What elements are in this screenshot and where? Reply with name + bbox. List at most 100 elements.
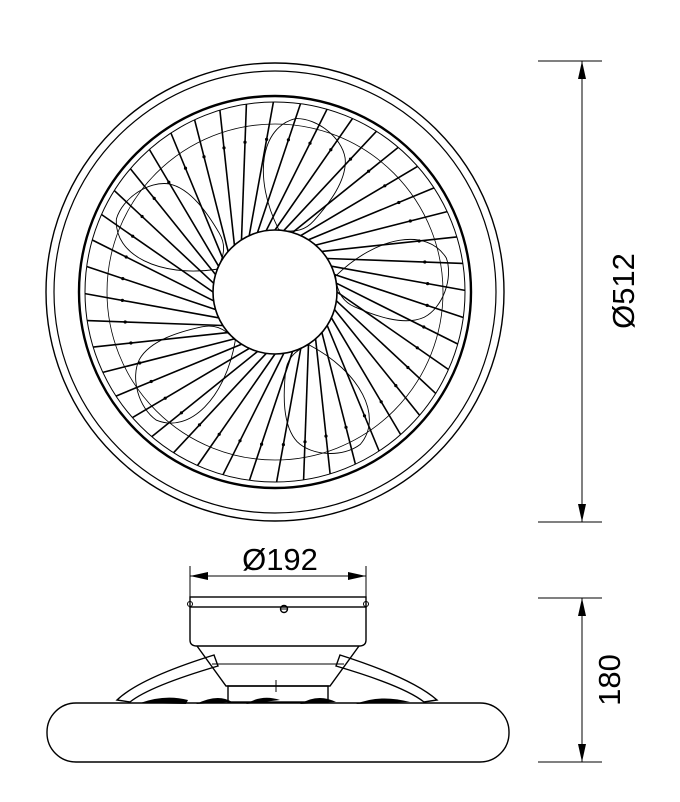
cage-spoke-joint <box>308 141 312 145</box>
cage-spokes <box>84 101 466 483</box>
cage-spoke <box>283 130 377 232</box>
cage-spoke-joint <box>197 423 202 427</box>
height-label: 180 <box>592 654 627 706</box>
cage-spoke-joint <box>149 379 153 384</box>
arrowhead-bottom <box>578 504 586 522</box>
cage-spoke <box>101 213 214 293</box>
canopy-diameter-label: Ø192 <box>242 542 318 577</box>
cage-outer-rim <box>77 94 473 490</box>
cage-spoke-joint <box>362 414 367 418</box>
cage-mid-ring <box>106 123 444 461</box>
cage-spoke <box>327 257 463 265</box>
cage-spoke <box>331 265 466 292</box>
support-arm-left <box>115 654 219 703</box>
cage-spoke <box>102 338 235 374</box>
cage-spoke-joint <box>222 146 226 150</box>
outer-ring-inner-edge <box>53 70 497 514</box>
cage-spoke <box>321 332 357 465</box>
cage-spoke-joint <box>202 155 206 159</box>
fan-blade <box>135 325 236 424</box>
cage-spoke <box>291 146 399 234</box>
canopy-top-plate <box>189 596 367 608</box>
fan-blade <box>335 239 450 322</box>
cage-spoke-joint <box>324 434 328 438</box>
arrowhead-height-top <box>578 598 586 616</box>
cage-spoke-joint <box>152 196 156 200</box>
cage-spoke <box>330 317 402 435</box>
bottom-ring <box>46 702 510 763</box>
canopy-body <box>189 607 367 647</box>
cage-spoke <box>314 338 331 474</box>
cage-spoke-joint <box>131 234 135 238</box>
cage-spoke <box>173 352 267 454</box>
cage-spoke-joint <box>265 137 269 141</box>
side-view <box>46 596 510 763</box>
cage-spoke <box>93 331 229 348</box>
cage-spoke <box>113 190 215 284</box>
cage-spoke-joint <box>183 166 188 170</box>
cage-spoke-joint <box>367 169 371 173</box>
arrowhead-top <box>578 61 586 79</box>
arrowhead-height-bottom <box>578 744 586 762</box>
cage-spoke <box>275 348 302 483</box>
cage-spoke-joint <box>422 325 426 329</box>
cage-spoke-joint <box>238 439 242 443</box>
cage-spoke <box>91 239 214 302</box>
cage-spoke-joint <box>426 282 430 286</box>
cage-spoke <box>129 168 217 276</box>
cage-spoke <box>315 210 448 246</box>
cage-spoke-joint <box>397 200 401 205</box>
cage-spoke <box>219 110 236 246</box>
canopy-side-pin-left <box>187 601 193 607</box>
cage-inner-rim <box>84 101 466 483</box>
cage-spoke <box>336 282 459 345</box>
cage-spoke-joint <box>120 298 124 302</box>
cage-spoke <box>334 273 464 319</box>
cage-spoke <box>274 118 354 231</box>
cage-spoke <box>336 291 449 371</box>
cage-spoke <box>193 119 229 252</box>
cage-spoke <box>321 236 457 253</box>
cage-spoke <box>84 292 219 319</box>
arrowhead-left <box>190 572 208 580</box>
cage-spoke <box>256 103 302 233</box>
outer-ring-outer-edge <box>45 62 505 522</box>
cage-spoke-joint <box>140 214 144 219</box>
motor-housing <box>227 685 329 703</box>
dimension-lines: Ø512 Ø192 180 <box>189 60 641 763</box>
cage-spoke <box>300 165 418 237</box>
fan-blade <box>115 183 225 272</box>
cage-spoke-joint <box>415 346 419 350</box>
top-view <box>45 62 505 522</box>
cage-spoke-joint <box>425 303 429 307</box>
cage-spoke <box>222 353 285 476</box>
fan-blade <box>262 118 346 232</box>
cage-spoke <box>196 353 276 466</box>
cage-spoke-joint <box>408 219 412 223</box>
cage-spoke-joint <box>121 277 125 281</box>
cage-spoke <box>333 308 421 416</box>
cage-spoke-joint <box>243 140 247 144</box>
cage-spoke <box>302 344 310 480</box>
cage-spoke-joint <box>123 320 127 324</box>
cage-spoke <box>87 319 223 327</box>
cage-spoke <box>151 350 259 438</box>
cage-spoke-joint <box>417 239 421 243</box>
cage-spoke-joint <box>124 255 128 259</box>
cage-spoke <box>335 300 437 394</box>
cage-spoke-joint <box>423 260 427 264</box>
cage-spoke-joint <box>167 180 171 184</box>
cage-spoke-joint <box>394 384 398 388</box>
cage-spoke <box>115 343 242 397</box>
support-arm-right <box>335 654 439 703</box>
cage-spoke-joint <box>348 157 353 161</box>
cage-spoke <box>308 187 435 241</box>
cage-spoke-joint <box>179 411 183 415</box>
cage-spoke-joint <box>379 400 383 404</box>
cage-spoke <box>248 351 294 481</box>
cage-spoke-joint <box>129 341 133 345</box>
cage-spoke <box>170 132 224 259</box>
cage-spoke-joint <box>344 425 348 429</box>
cage-spoke-joint <box>138 361 142 365</box>
